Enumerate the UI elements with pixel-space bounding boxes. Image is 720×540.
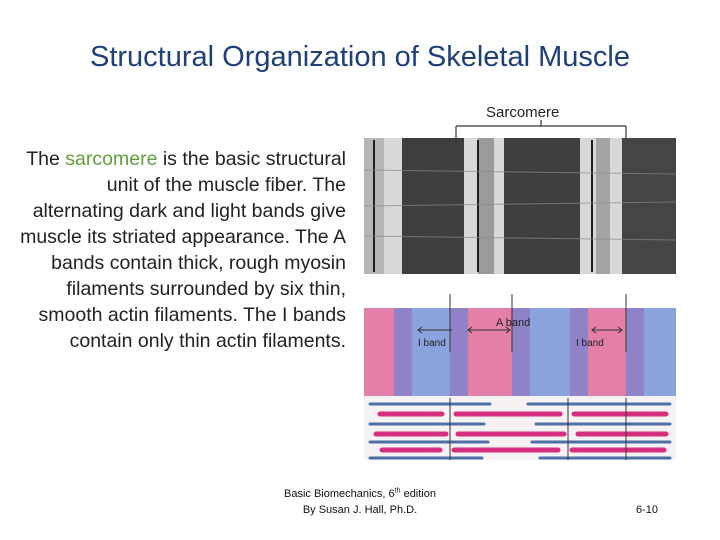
- i-band-label-left: I band: [418, 338, 446, 349]
- sarcomere-figure: A band I band I band: [363, 120, 677, 460]
- edition-superscript: th: [394, 487, 401, 495]
- sarcomere-bracket: [455, 120, 627, 138]
- citation-line-1: Basic Biomechanics, 6th edition: [255, 486, 465, 502]
- filament-diagram: [364, 396, 676, 460]
- citation: Basic Biomechanics, 6th edition By Susan…: [255, 486, 465, 518]
- sarcomere-label: Sarcomere: [486, 104, 560, 121]
- page-number: 6-10: [636, 504, 659, 516]
- slide-title: Structural Organization of Skeletal Musc…: [90, 41, 630, 73]
- body-paragraph: The sarcomere is the basic structural un…: [20, 146, 346, 354]
- citation-author: By Susan J. Hall, Ph.D.: [302, 504, 418, 516]
- sarcomere-term: sarcomere: [65, 148, 158, 170]
- body-text-pre: The: [26, 148, 66, 170]
- band-diagram: A band I band I band: [364, 294, 676, 396]
- citation-book-title: Basic Biomechanics, 6: [284, 488, 395, 500]
- a-band-label: A band: [496, 317, 530, 329]
- citation-edition: edition: [400, 488, 436, 500]
- i-band-label-right: I band: [576, 338, 604, 349]
- body-text-post: is the basic structural unit of the musc…: [20, 148, 346, 352]
- muscle-micrograph: [363, 138, 677, 274]
